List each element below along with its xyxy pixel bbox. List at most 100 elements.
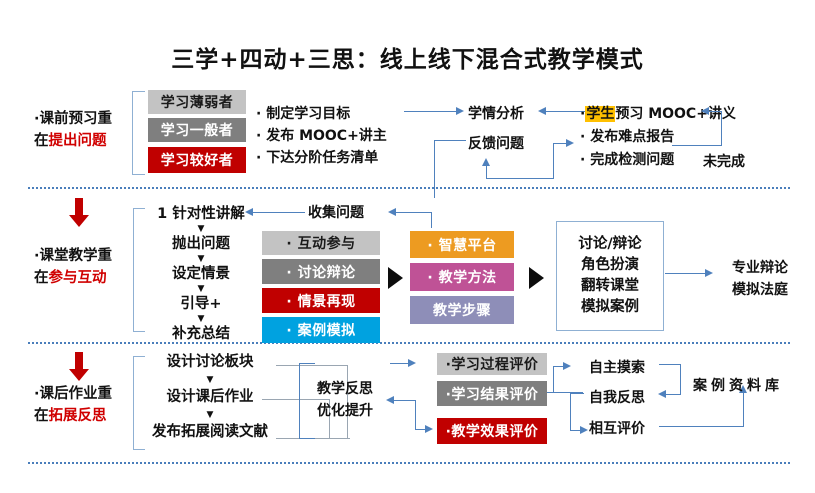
row3-label-highlight: 拓展反思 [48, 408, 107, 424]
triangle-col1-to-col2-icon [388, 267, 403, 289]
row1-bracket [132, 91, 145, 175]
row2-col1-box-4[interactable]: · 案例模拟 [262, 317, 380, 343]
mode3-to-library-v [743, 392, 745, 427]
row2-flow-step-5: 补充总结 [172, 326, 230, 342]
row2-col2-box-3[interactable]: 教学步骤 [410, 296, 514, 324]
row1-loop-head [701, 107, 709, 115]
arrow-tasks-to-analysis-line [404, 111, 458, 113]
row3-reflection-left-top [299, 363, 315, 365]
row3-bracket [133, 356, 145, 450]
row3-eval-box-1[interactable]: ·学习过程评价 [437, 353, 547, 375]
arrow-eval2-v [415, 400, 417, 430]
caret-down-icon: ▼ [206, 410, 214, 420]
row2-methods-line-3: 翻转课堂 [581, 278, 639, 294]
row3-reflection: 教学反思 优化提升 [304, 378, 386, 422]
row3-red-arrow [68, 352, 90, 386]
row1-box-1[interactable]: 学习薄弱者 [148, 90, 246, 114]
row3-reflection-left-bottom [299, 438, 315, 440]
row2-flow-step-1: 1 针对性讲解 [157, 206, 245, 222]
mode1-loop-v [680, 364, 682, 395]
collect-left-line [253, 212, 305, 214]
feedback-up-base [486, 178, 554, 180]
collect-right-head [388, 208, 396, 216]
arrow-tasks-to-analysis-head [456, 107, 464, 115]
feedback-right-v [553, 143, 555, 179]
row1-task-3: · 下达分阶任务清单 [256, 150, 379, 166]
row2-methods-box: 讨论/辩论 角色扮演 翻转课堂 模拟案例 [556, 221, 664, 331]
row3-eval-box-2[interactable]: ·学习结果评价 [437, 381, 547, 406]
arrow-to-mode1-head [563, 362, 571, 370]
row2-col1-box-1[interactable]: · 互动参与 [262, 231, 380, 255]
caret-down-icon: ▼ [197, 254, 205, 264]
row2-methods-line-4: 模拟案例 [581, 299, 639, 315]
page-title: 三学+四动+三思：线上线下混合式教学模式 [171, 47, 644, 73]
row3-flow: 设计讨论板块 ▼ 设计课后作业 ▼ 发布拓展阅读文献 [144, 353, 276, 442]
modes-mid-h [570, 393, 584, 395]
row3-mode-1: 自主摸索 [589, 360, 645, 376]
modes-v-down [570, 393, 572, 431]
row2-bracket [133, 208, 145, 332]
row2-outcome-line-1: 专业辩论 [732, 260, 788, 276]
row1-task-2: · 发布 MOOC+讲主 [256, 128, 387, 144]
row1-student-task-1: ·学生预习 MOOC+讲义 [580, 106, 736, 122]
row2-outcome-line-2: 模拟法庭 [732, 282, 788, 298]
divider-bottom [28, 462, 790, 464]
arrow-to-eval3-line [415, 429, 427, 431]
row2-col1-box-3[interactable]: · 情景再现 [262, 288, 380, 313]
row3-label-line2: 在拓展反思 [34, 408, 107, 424]
row2-col1-box-2[interactable]: · 讨论辩论 [262, 259, 380, 284]
row1-task-1: · 制定学习目标 [256, 106, 351, 122]
row3-flow-step-2: 设计课后作业 [166, 389, 254, 405]
feedback-up-head [482, 158, 490, 166]
row1-student-highlight: 学生 [585, 106, 616, 122]
row2-flow-step-4: 引导+ [180, 296, 222, 312]
arrow-methods-to-outcome-line [665, 273, 707, 275]
row3-library-label: 案例资料库 [693, 378, 783, 394]
row1-student-task-2: · 发布难点报告 [580, 129, 675, 145]
row1-analysis: 学情分析 [468, 106, 524, 122]
row1-label: ·课前预习重 在提出问题 [34, 108, 162, 152]
row2-label-line1: ·课堂教学重 [34, 248, 113, 264]
row3-conn-2-v [329, 399, 331, 439]
row1-student-task-3: · 完成检测问题 [580, 152, 675, 168]
row2-flow-step-3: 设定情景 [172, 266, 230, 282]
mode2-loop-h [665, 394, 681, 396]
arrow-to-library-head [739, 385, 747, 393]
arrow-methods-to-outcome-head [705, 269, 713, 277]
feedback-right-h [553, 143, 568, 145]
row2-collect-label: 收集问题 [308, 205, 364, 221]
row2-flow: 1 针对性讲解 ▼ 抛出问题 ▼ 设定情景 ▼ 引导+ ▼ 补充总结 [146, 205, 256, 344]
row3-reflection-left-v [299, 363, 301, 439]
row2-red-arrow [68, 198, 90, 232]
row3-reflection-line-1: 教学反思 [317, 381, 373, 397]
collect-left-head [245, 208, 253, 216]
arrow-eval2-line [394, 400, 416, 402]
row1-box-3[interactable]: 学习较好者 [148, 147, 246, 173]
row1-loop-v [721, 111, 723, 146]
row1-loop-top [708, 111, 722, 113]
arrow-to-mode3-head [580, 426, 588, 434]
row3-flow-step-1: 设计讨论板块 [166, 354, 254, 370]
row1-box-2[interactable]: 学习一般者 [148, 118, 246, 142]
collect-right-line [396, 212, 432, 214]
row3-eval-box-3[interactable]: ·教学效果评价 [437, 418, 547, 444]
row2-label-highlight: 参与互动 [48, 270, 107, 286]
row2-label-line2: 在参与互动 [34, 270, 107, 286]
row2-methods-line-1: 讨论/辩论 [578, 236, 642, 252]
row2-methods-line-2: 角色扮演 [581, 257, 639, 273]
row1-loop-h [672, 145, 722, 147]
row3-flow-step-3: 发布拓展阅读文献 [152, 424, 268, 440]
caret-down-icon: ▼ [197, 284, 205, 294]
feedback-right-head [566, 139, 574, 147]
mode1-loop-h [659, 364, 681, 366]
divider-row2-row3 [28, 342, 790, 344]
arrow-to-eval1-line [390, 363, 410, 365]
row3-mode-3: 相互评价 [589, 421, 645, 437]
arrow-to-eval3-head [425, 425, 433, 433]
row1-incomplete-label: 未完成 [703, 154, 745, 170]
row2-col2-box-2[interactable]: · 教学方法 [410, 263, 514, 291]
row3-mode-2: 自我反思 [589, 390, 645, 406]
feedback-connector-h [434, 140, 466, 142]
row2-col2-box-1[interactable]: · 智慧平台 [410, 231, 514, 258]
